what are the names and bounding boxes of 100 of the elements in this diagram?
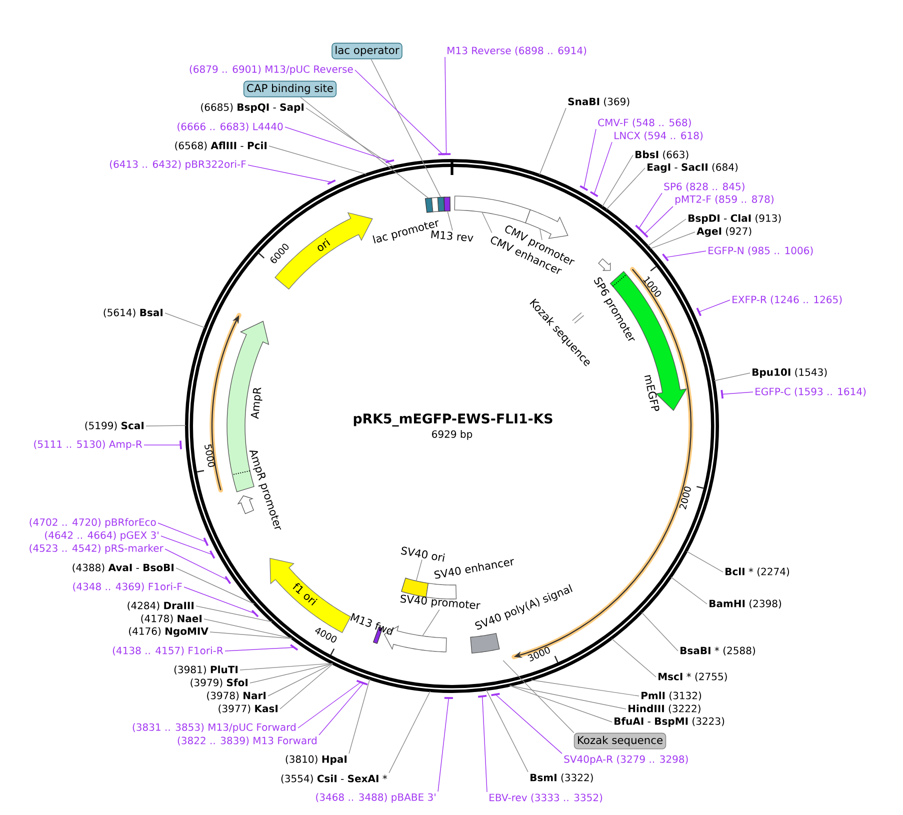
restriction-site-label: SnaBI (369) xyxy=(568,98,630,106)
leader-line xyxy=(644,206,674,234)
feature-box xyxy=(454,196,531,224)
leader-line xyxy=(160,536,213,555)
leader-line xyxy=(416,559,422,582)
leader-line xyxy=(482,212,492,234)
plasmid-length: 6929 bp xyxy=(432,430,472,440)
primer-label: SP6 (828 .. 845) xyxy=(664,182,744,192)
leader-line xyxy=(224,647,294,652)
restriction-site-label: (5199) ScaI xyxy=(85,422,144,430)
leader-line xyxy=(509,685,612,722)
leader-line xyxy=(438,698,450,792)
leader-line xyxy=(268,146,367,175)
leader-line xyxy=(280,664,334,710)
feature-label: SV40 promoter xyxy=(400,594,480,610)
primer-label: (6879 .. 6901) M13/pUC Reverse xyxy=(190,65,353,75)
leader-line xyxy=(422,609,440,636)
restriction-site-label: AgeI (927) xyxy=(696,227,752,237)
leader-line xyxy=(611,638,656,678)
leader-line xyxy=(650,232,696,250)
leader-line xyxy=(318,682,364,736)
restriction-site-label: HindIII (3222) xyxy=(628,704,700,714)
leader-line xyxy=(594,142,612,194)
restriction-site-label: BspDI - ClaI (913) xyxy=(688,214,781,224)
leader-line xyxy=(298,682,362,728)
leader-line xyxy=(482,696,488,792)
leader-line xyxy=(722,392,754,395)
restriction-site-label: (3979) SfoI xyxy=(190,678,248,688)
restriction-site-label: (4284) DraIII xyxy=(128,602,194,610)
restriction-site-label: Bpu10I (1543) xyxy=(752,368,827,378)
leader-line xyxy=(540,228,542,240)
leader-line xyxy=(670,576,708,604)
primer-label: (4138 .. 4157) F1ori-R xyxy=(112,646,224,656)
primer-label: (4702 .. 4720) pBRforEco xyxy=(30,518,156,528)
feature-label-box: lac operator xyxy=(332,42,402,60)
feature-label-box: CAP binding site xyxy=(243,80,337,98)
leader-line xyxy=(510,685,626,710)
primer-label: (5111 .. 5130) Amp-R xyxy=(34,440,142,450)
feature-box xyxy=(424,198,434,213)
leader-line xyxy=(144,444,182,446)
restriction-site-label: MscI* (2755) xyxy=(658,672,727,682)
restriction-site-label: BsmI (3322) xyxy=(530,774,593,782)
leader-line xyxy=(502,660,574,734)
restriction-site-label: (4176) NgoMIV xyxy=(129,627,208,637)
restriction-site-label: (3981) PluTI xyxy=(174,666,238,674)
leader-line xyxy=(354,70,443,155)
leader-line xyxy=(184,586,256,614)
primer-label: pMT2-F (859 .. 878) xyxy=(676,195,774,205)
leader-line xyxy=(210,632,292,639)
primer-label: EBV-rev (3333 .. 3352) xyxy=(490,794,602,802)
leader-line xyxy=(204,618,292,639)
restriction-site-label: PmlI (3132) xyxy=(642,692,702,700)
leader-line xyxy=(686,550,724,572)
restriction-site-label: BclI* (2274) xyxy=(726,568,790,576)
leader-line xyxy=(665,250,706,258)
restriction-site-label: (4178) NaeI xyxy=(141,614,202,624)
leader-line xyxy=(584,128,596,188)
leader-line xyxy=(268,663,333,696)
tick-label: 5000 xyxy=(204,444,215,467)
restriction-site-label: BfuAI - BspMI (3223) xyxy=(614,717,724,727)
primer-label: (6413 .. 6432) pBR322ori-F xyxy=(110,160,246,170)
leader-line xyxy=(248,164,332,183)
leader-line xyxy=(164,548,228,580)
leader-line xyxy=(164,312,206,328)
primer-label: M13 Reverse (6898 .. 6914) xyxy=(448,46,586,56)
restriction-site-label: (6685) BspQI - SapI xyxy=(201,103,304,113)
primer-label: (3831 .. 3853) M13/pUC Forward xyxy=(132,723,296,733)
leader-line xyxy=(638,192,662,229)
restriction-site-label: BbsI (663) xyxy=(636,150,688,160)
leader-line xyxy=(606,168,646,210)
primer-label: (3468 .. 3488) pBABE 3' xyxy=(316,793,436,803)
primer-label: SV40pA-R (3279 .. 3298) xyxy=(564,755,688,765)
leader-line xyxy=(602,154,634,207)
primer-label: (6666 .. 6683) L4440 xyxy=(178,122,283,132)
restriction-site-label: (5614) BsaI xyxy=(104,308,162,318)
primer-site-box: M13 fwd xyxy=(350,613,394,644)
leader-line xyxy=(300,96,429,199)
leader-line xyxy=(348,678,370,754)
leader-line xyxy=(158,522,206,542)
plasmid-name: pRK5_mEGFP-EWS-FLI1-KS xyxy=(354,413,552,427)
primer-label: EXFP-R (1246 .. 1265) xyxy=(732,296,842,304)
leader-line xyxy=(714,372,750,382)
leader-line xyxy=(641,612,678,652)
restriction-site-label: BamHI (2398) xyxy=(710,600,782,608)
tick-label: 2000 xyxy=(680,486,691,510)
leader-line xyxy=(444,56,447,154)
leader-line xyxy=(306,108,394,167)
leader-line xyxy=(447,210,453,231)
restriction-site-label: BsaBI* (2588) xyxy=(680,646,755,656)
primer-site-box xyxy=(444,196,450,212)
leader-line xyxy=(240,663,332,670)
restriction-site-label: EagI - SacII (684) xyxy=(648,163,738,173)
leader-line xyxy=(388,690,431,774)
leader-line xyxy=(146,425,186,426)
primer-label: (4348 .. 4369) F1ori-F xyxy=(73,582,182,592)
primer-label: EGFP-C (1593 .. 1614) xyxy=(756,388,866,396)
leader-line xyxy=(370,58,442,198)
feature-label-box: Kozak sequence xyxy=(574,732,666,750)
leader-line xyxy=(196,606,272,622)
leader-line xyxy=(284,126,390,162)
